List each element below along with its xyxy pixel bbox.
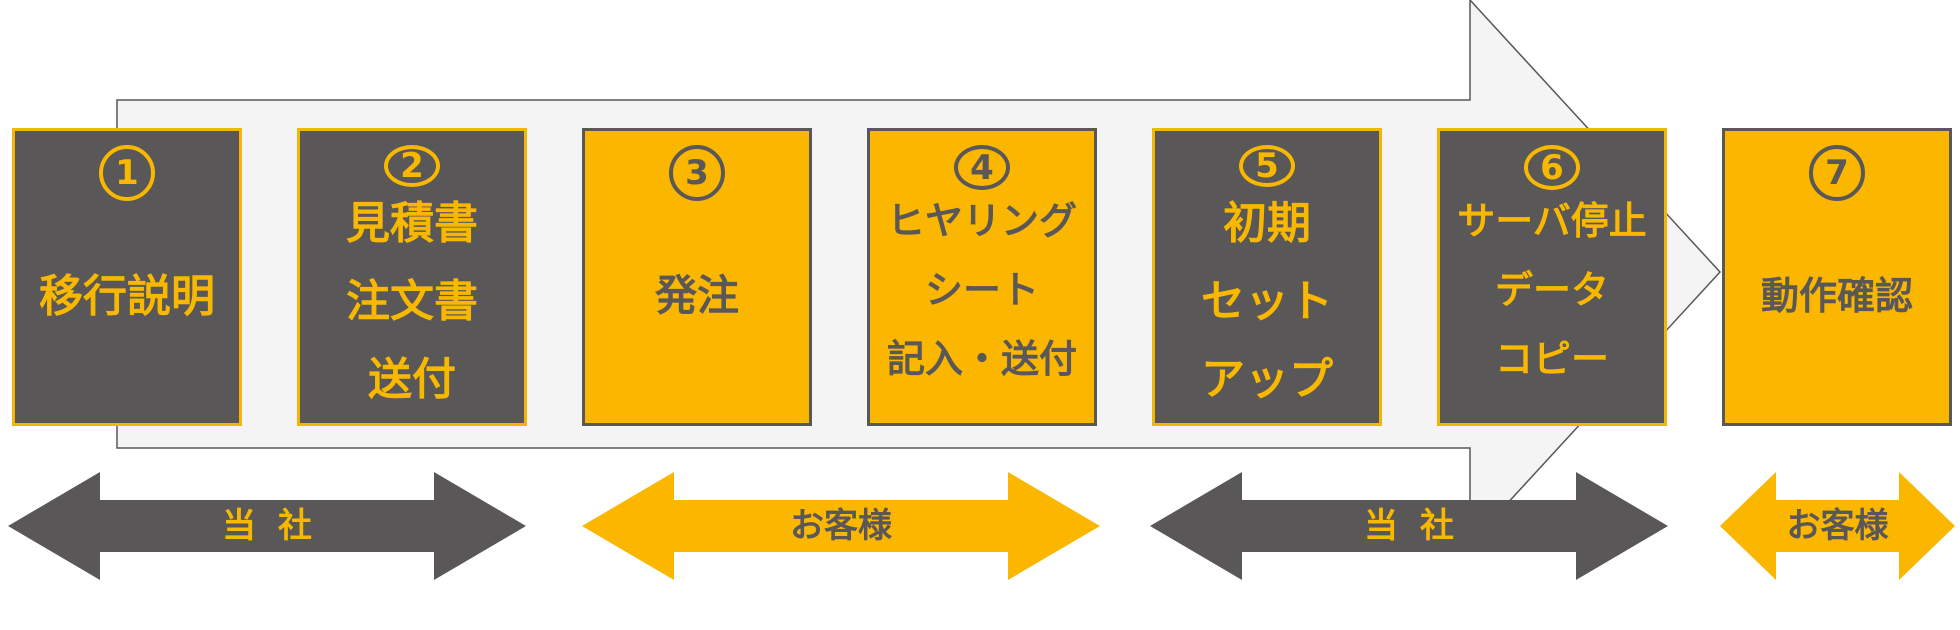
responsibility-arrow-label: 当社	[222, 506, 334, 546]
step-label-line: 記入・送付	[886, 337, 1077, 381]
step-label-line: 移行説明	[39, 271, 215, 322]
step-box-3: 3 発注	[582, 128, 812, 426]
step-label: 初期セットアップ	[1201, 187, 1333, 447]
responsibility-arrow-label: お客様	[1786, 506, 1889, 546]
responsibility-arrow	[1150, 472, 1668, 580]
step-label: サーバ停止データコピー	[1457, 190, 1647, 423]
step-label-line: データ	[1494, 268, 1609, 312]
responsibility-arrow	[8, 472, 526, 580]
step-label-line: アップ	[1201, 354, 1333, 405]
step-number: 7	[1809, 145, 1865, 201]
step-label-line: コピー	[1494, 337, 1609, 381]
step-label-line: 初期	[1223, 198, 1311, 249]
step-number: 2	[384, 145, 440, 187]
step-label-line: 注文書	[346, 276, 478, 327]
step-label-line: 発注	[654, 270, 739, 320]
step-label-line: ヒヤリング	[886, 199, 1077, 243]
step-label: 移行説明	[39, 201, 215, 423]
responsibility-arrow	[1720, 472, 1955, 580]
step-box-1: 1 移行説明	[12, 128, 242, 426]
step-number: 6	[1524, 145, 1580, 190]
step-number: 4	[954, 145, 1010, 190]
step-label: 発注	[655, 201, 739, 423]
step-number: 3	[669, 145, 725, 201]
step-box-7: 7 動作確認	[1722, 128, 1952, 426]
step-label: ヒヤリングシート記入・送付	[887, 190, 1077, 423]
step-label: 見積書注文書送付	[346, 187, 478, 447]
step-label-line: 動作確認	[1760, 273, 1913, 318]
step-label-line: サーバ停止	[1457, 199, 1647, 243]
step-label-line: シート	[924, 268, 1039, 312]
responsibility-arrow-label: お客様	[790, 506, 892, 546]
step-number: 1	[99, 145, 155, 201]
responsibility-arrow-label: 当社	[1364, 506, 1476, 546]
step-label-line: 送付	[368, 354, 456, 405]
step-label-line: 見積書	[346, 198, 478, 249]
step-box-5: 5 初期セットアップ	[1152, 128, 1382, 426]
step-label: 動作確認	[1761, 201, 1913, 423]
step-label-line: セット	[1201, 276, 1333, 327]
step-number: 5	[1239, 145, 1295, 187]
responsibility-arrow	[582, 472, 1100, 580]
step-box-2: 2 見積書注文書送付	[297, 128, 527, 426]
